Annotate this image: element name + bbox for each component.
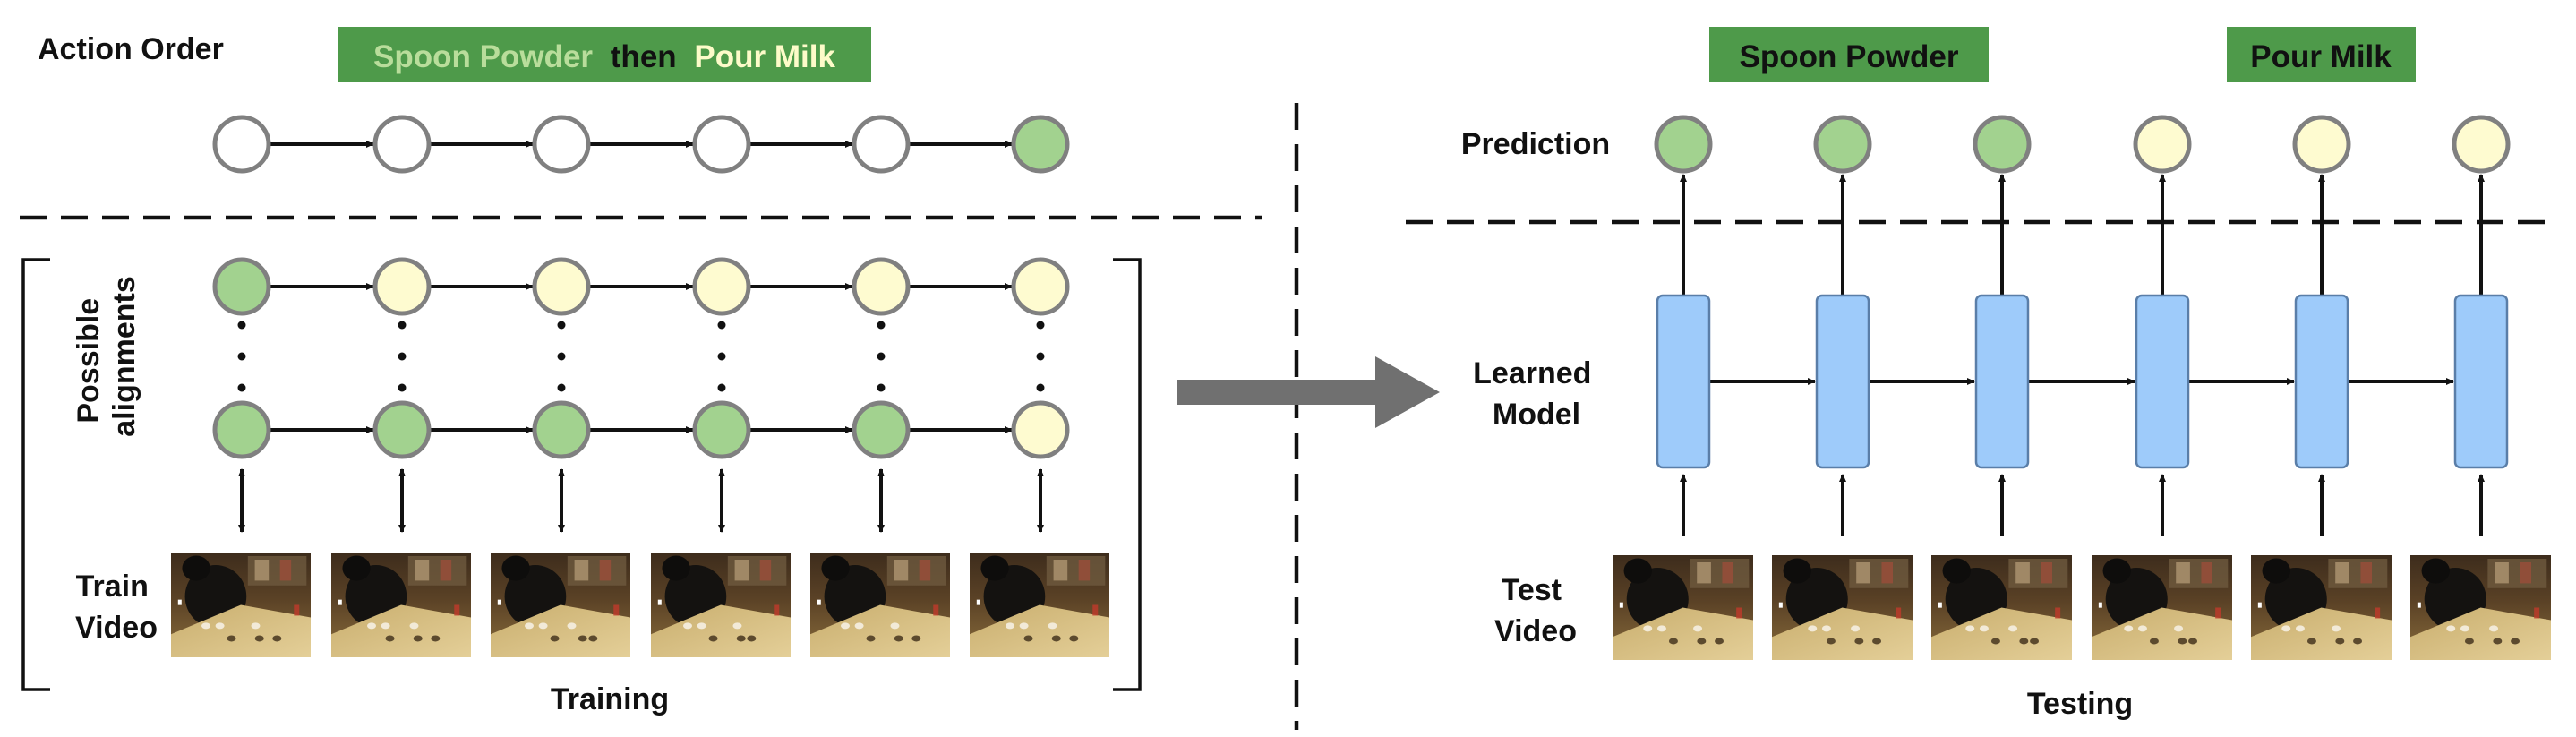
ellipsis-dot-6-2 xyxy=(1036,352,1045,361)
right-bracket xyxy=(1113,258,1142,691)
ellipsis-dot-5-1 xyxy=(877,321,886,330)
alignment-bottom-node-1 xyxy=(212,400,271,459)
test-frame-3 xyxy=(1931,555,2072,660)
possible-text: Possible xyxy=(72,298,106,424)
train-frame-2 xyxy=(331,553,471,657)
model-cell-5 xyxy=(2294,294,2349,469)
prediction-box-spoon-powder-text: Spoon Powder xyxy=(1740,39,1959,74)
action-order-label: Action Order xyxy=(38,32,224,66)
prediction-node-2 xyxy=(1813,115,1872,174)
train-double-arrows xyxy=(238,468,1044,533)
ellipsis-dot-1-2 xyxy=(237,352,246,361)
prediction-node-3 xyxy=(1973,115,2032,174)
alignments-text: alignments xyxy=(107,276,141,436)
ellipsis-dot-4-3 xyxy=(717,383,726,392)
ellipsis-dot-6-1 xyxy=(1036,321,1045,330)
prediction-node-6 xyxy=(2452,115,2511,174)
prediction-box-spoon-powder xyxy=(1709,27,1989,82)
training-to-testing-arrow xyxy=(1177,356,1440,428)
train-video-label: Train Video xyxy=(75,570,158,645)
alignment-bottom-node-4 xyxy=(692,400,751,459)
action-order-node-3 xyxy=(532,115,591,174)
alignment-top-node-4 xyxy=(692,257,751,316)
train-frame-5 xyxy=(810,553,950,657)
alignment-top-node-2 xyxy=(372,257,432,316)
alignment-rows xyxy=(212,257,1070,459)
prediction-label: Prediction xyxy=(1461,127,1610,161)
alignment-bottom-node-5 xyxy=(852,400,911,459)
action-order-node-5 xyxy=(852,115,911,174)
learned-model-row xyxy=(1656,294,2509,536)
prediction-node-4 xyxy=(2133,115,2192,174)
test-video-frames xyxy=(1613,555,2551,660)
alignment-bottom-node-2 xyxy=(372,400,432,459)
order-then: then xyxy=(611,39,677,74)
train-video-text: Video xyxy=(75,611,158,645)
train-frame-6 xyxy=(970,553,1109,657)
action-order-node-2 xyxy=(372,115,432,174)
test-video-text: Video xyxy=(1494,614,1577,648)
prediction-box-pour-milk xyxy=(2227,27,2416,82)
train-frame-1 xyxy=(171,553,311,657)
ellipsis-dot-2-1 xyxy=(398,321,407,330)
train-frame-3 xyxy=(491,553,630,657)
test-frame-5 xyxy=(2251,555,2392,660)
test-frame-1 xyxy=(1613,555,1753,660)
prediction-node-5 xyxy=(2292,115,2351,174)
action-order-text: Spoon Powder then Pour Milk xyxy=(373,39,835,74)
order-second-action: Pour Milk xyxy=(694,39,835,74)
ellipsis-dot-5-2 xyxy=(877,352,886,361)
ellipsis-dot-6-3 xyxy=(1036,383,1045,392)
ellipsis-dot-4-2 xyxy=(717,352,726,361)
model-cell-3 xyxy=(1974,294,2030,469)
alignment-top-node-6 xyxy=(1011,257,1070,316)
ellipsis-dot-4-1 xyxy=(717,321,726,330)
training-caption: Training xyxy=(551,682,669,716)
alignment-top-node-1 xyxy=(212,257,271,316)
alignment-top-node-3 xyxy=(532,257,591,316)
possible-alignments-label: Possible alignments xyxy=(72,276,141,436)
ellipsis-dot-1-3 xyxy=(237,383,246,392)
ellipsis-dot-2-3 xyxy=(398,383,407,392)
action-order-node-1 xyxy=(212,115,271,174)
alignment-top-node-5 xyxy=(852,257,911,316)
testing-caption: Testing xyxy=(2027,687,2133,721)
model-cell-4 xyxy=(2135,294,2190,469)
test-frame-6 xyxy=(2410,555,2551,660)
learned-text: Learned xyxy=(1473,356,1591,390)
test-frame-4 xyxy=(2092,555,2232,660)
ellipsis-dot-1-1 xyxy=(237,321,246,330)
action-order-box xyxy=(338,27,871,82)
left-bracket xyxy=(21,258,50,691)
model-cell-1 xyxy=(1656,294,1711,469)
model-cell-2 xyxy=(1815,294,1870,469)
action-order-row xyxy=(212,115,1070,174)
ellipsis-dot-3-3 xyxy=(557,383,566,392)
test-text: Test xyxy=(1502,573,1562,607)
prediction-node-1 xyxy=(1654,115,1713,174)
ellipsis-dot-3-2 xyxy=(557,352,566,361)
ellipsis-dot-3-1 xyxy=(557,321,566,330)
action-order-node-4 xyxy=(692,115,751,174)
alignment-bottom-node-3 xyxy=(532,400,591,459)
model-cell-6 xyxy=(2453,294,2509,469)
test-frame-2 xyxy=(1772,555,1913,660)
train-frame-4 xyxy=(651,553,791,657)
prediction-box-pour-milk-text: Pour Milk xyxy=(2250,39,2392,74)
test-video-label: Test Video xyxy=(1494,573,1577,648)
order-first-action: Spoon Powder xyxy=(373,39,593,74)
ellipsis-dot-2-2 xyxy=(398,352,407,361)
alignment-bottom-node-6 xyxy=(1011,400,1070,459)
ellipsis-dot-5-3 xyxy=(877,383,886,392)
train-video-frames xyxy=(171,553,1109,657)
model-text: Model xyxy=(1493,398,1580,432)
train-text: Train xyxy=(76,570,149,604)
learned-model-label: Learned Model xyxy=(1473,356,1600,432)
action-order-node-6 xyxy=(1011,115,1070,174)
prediction-row xyxy=(1654,115,2511,296)
